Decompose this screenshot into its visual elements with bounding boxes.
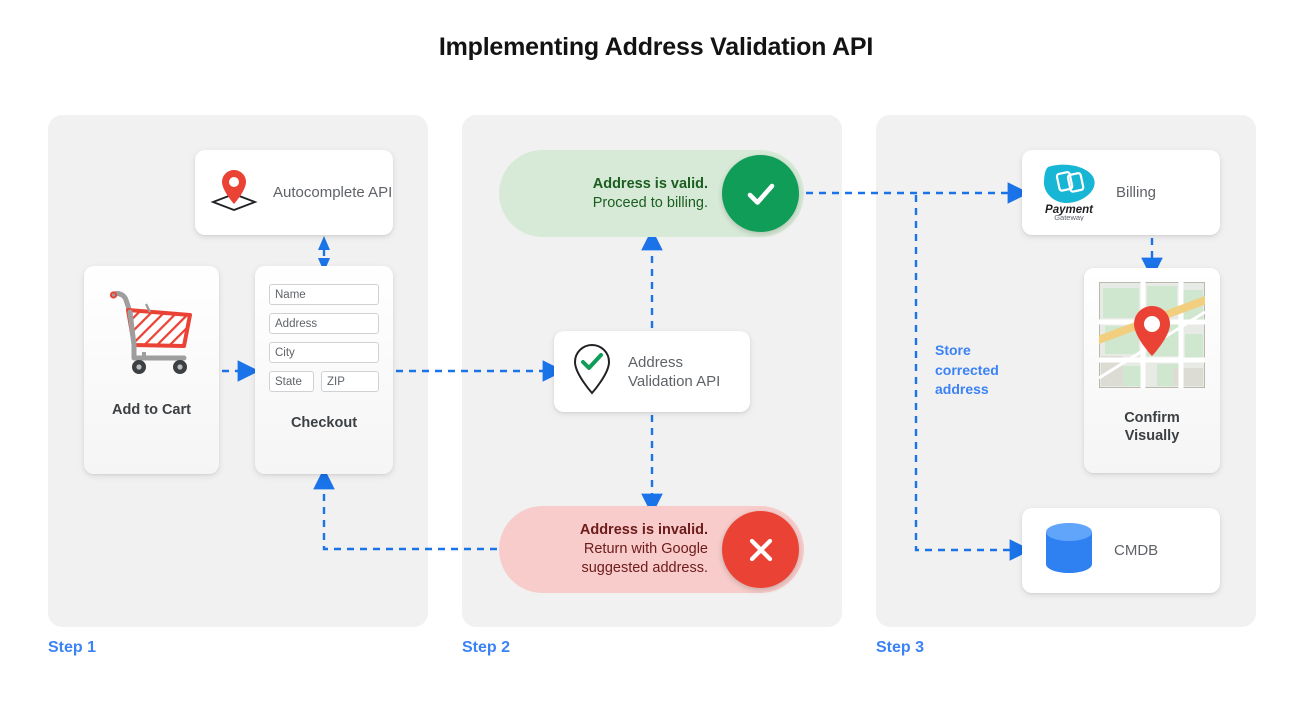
state-field[interactable]: State [269, 371, 314, 392]
city-field[interactable]: City [269, 342, 379, 363]
address-invalid-line2: Return with Google [583, 541, 708, 557]
add-to-cart-label: Add to Cart [112, 402, 191, 418]
address-validation-api-card[interactable]: Address Validation API [554, 331, 750, 412]
step-3-label: Step 3 [876, 639, 925, 656]
checkout-field-row: Address [269, 313, 379, 334]
billing-label: Billing [1116, 184, 1157, 201]
confirm-line2: Visually [1124, 428, 1180, 444]
confirm-visually-card[interactable]: Confirm Visually [1084, 268, 1220, 473]
address-valid-banner: Address is valid. Proceed to billing. [499, 150, 804, 237]
checkout-card[interactable]: Name Address City State ZIP Checkout [255, 266, 393, 474]
page-title: Implementing Address Validation API [438, 33, 874, 61]
checkout-field-row: State ZIP [269, 371, 379, 392]
cmdb-card[interactable]: CMDB [1022, 508, 1220, 593]
address-invalid-text: Address is invalid. Return with Google s… [580, 521, 722, 578]
billing-card[interactable]: Payment Gateway Billing [1022, 150, 1220, 235]
store-corrected-address-note: Store corrected address [935, 342, 999, 397]
address-invalid-banner: Address is invalid. Return with Google s… [499, 506, 804, 593]
map-pin-diamond-icon [205, 164, 263, 221]
autocomplete-api-card[interactable]: Autocomplete API [195, 150, 393, 235]
close-x-icon [722, 511, 799, 588]
confirm-line1: Confirm [1124, 410, 1180, 426]
address-validation-api-label: Address Validation API [628, 353, 721, 390]
address-valid-line2: Proceed to billing. [592, 194, 708, 211]
map-pin-check-icon [568, 341, 616, 402]
address-invalid-line3: suggested address. [581, 560, 708, 576]
zip-field[interactable]: ZIP [321, 371, 379, 392]
confirm-visually-label: Confirm Visually [1124, 409, 1180, 445]
cmdb-label: CMDB [1114, 542, 1159, 559]
address-valid-line1: Address is valid. [592, 175, 708, 192]
payment-gateway-icon: Payment Gateway [1036, 159, 1102, 226]
payment-logo-sub: Gateway [1054, 213, 1084, 221]
map-thumbnail-icon [1091, 278, 1213, 393]
name-field[interactable]: Name [269, 284, 379, 305]
checkout-field-row: Name [269, 284, 379, 305]
address-field[interactable]: Address [269, 313, 379, 334]
step-1-label: Step 1 [48, 639, 97, 656]
checkmark-icon [722, 155, 799, 232]
checkout-field-row: City [269, 342, 379, 363]
database-cylinder-icon [1042, 520, 1096, 581]
address-valid-text: Address is valid. Proceed to billing. [593, 175, 722, 213]
payment-logo-name: Payment [1045, 204, 1094, 216]
checkout-label: Checkout [290, 415, 358, 431]
address-invalid-line1: Address is invalid. [579, 522, 708, 538]
step-2-label: Step 2 [462, 639, 511, 656]
add-to-cart-card[interactable]: Add to Cart [84, 266, 219, 474]
shopping-cart-icon [104, 282, 200, 383]
autocomplete-api-label: Autocomplete API [273, 184, 393, 201]
